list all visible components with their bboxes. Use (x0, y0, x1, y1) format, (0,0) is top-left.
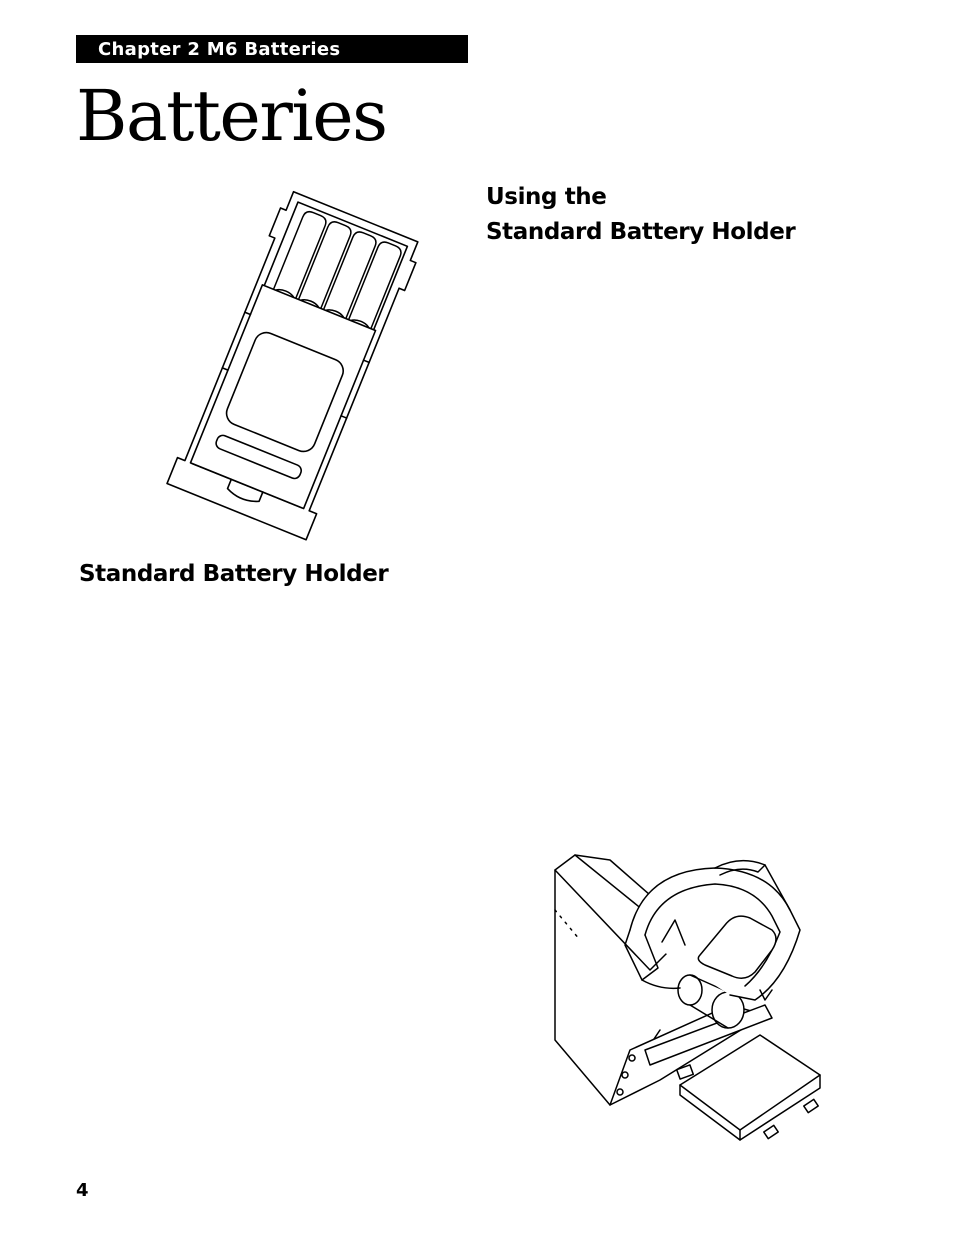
page-title: Batteries (76, 75, 388, 157)
section-heading-line-1: Using the (486, 184, 607, 210)
battery-mount-illustration (550, 850, 840, 1150)
page-number: 4 (76, 1180, 89, 1201)
chapter-header: Chapter 2 M6 Batteries (76, 35, 468, 63)
figure-caption: Standard Battery Holder (79, 561, 389, 587)
section-heading: Using the Standard Battery Holder (486, 180, 796, 250)
battery-holder-illustration (150, 190, 420, 541)
section-heading-line-2: Standard Battery Holder (486, 219, 796, 245)
